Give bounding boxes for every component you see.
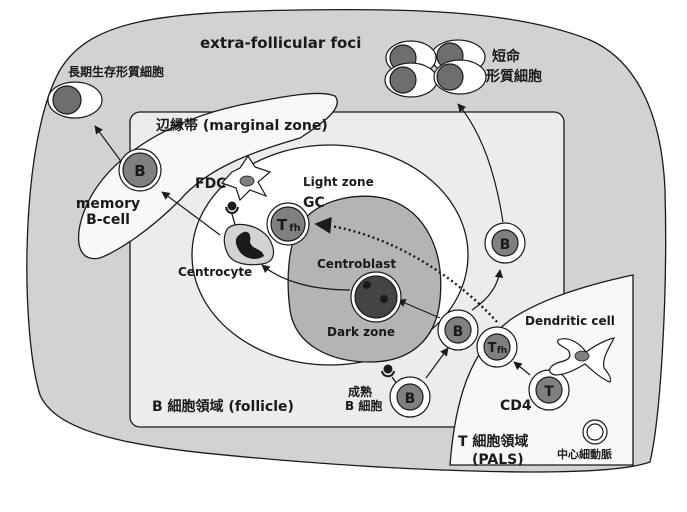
central-arteriole-label: 中心細動脈 — [557, 447, 612, 461]
cd4-label: CD4 — [500, 398, 532, 414]
memory-b-label-1: memory — [76, 196, 140, 212]
centroblast-label: Centroblast — [317, 257, 396, 271]
short-lived-plasma-label-2: 形質細胞 — [486, 68, 542, 85]
svg-text:T: T — [277, 216, 288, 234]
marginal-zone-label: 辺縁帯 (marginal zone) — [156, 117, 328, 134]
dark-zone-label: Dark zone — [327, 325, 395, 339]
tfh-cell-border: T fh — [476, 326, 518, 368]
svg-text:fh: fh — [289, 223, 300, 234]
arrow-t-to-tfh — [513, 361, 531, 376]
centrocyte-label: Centrocyte — [178, 265, 252, 279]
t-zone-label-2: (PALS) — [472, 452, 524, 468]
memory-b-label-2: B-cell — [86, 212, 130, 228]
svg-text:B: B — [500, 237, 511, 253]
svg-text:T: T — [544, 384, 554, 400]
memory-b-cell: B — [118, 148, 162, 192]
light-zone-label: Light zone — [303, 175, 374, 189]
dendritic-cell-label: Dendritic cell — [525, 314, 615, 328]
arrow-mature-to-b — [425, 347, 449, 379]
short-lived-plasma-cells — [384, 39, 487, 98]
arrow-tfh-migration-dotted — [314, 217, 498, 323]
centroblast-cell — [350, 271, 402, 323]
svg-text:B: B — [134, 162, 145, 180]
svg-text:B: B — [453, 324, 464, 340]
short-lived-plasma-label-1: 短命 — [492, 48, 521, 65]
svg-text:T: T — [488, 341, 497, 356]
t-zone-label-1: T 細胞領域 — [458, 433, 528, 450]
svg-text:fh: fh — [497, 346, 507, 356]
centrocyte-cell — [223, 223, 275, 266]
arrow-upperb-to-shortlived — [457, 103, 504, 223]
central-arteriole — [582, 419, 608, 445]
t-cell-zone — [449, 274, 634, 466]
mature-b-label-2: B 細胞 — [345, 398, 382, 413]
marginal-zone — [77, 92, 338, 260]
fdc-cell — [220, 154, 272, 202]
extrafollicular-b-cell: B — [484, 222, 526, 264]
cd4-t-cell: T — [528, 369, 570, 411]
fdc-label: FDC — [195, 176, 226, 192]
activated-b-cell: B — [437, 309, 479, 351]
mature-b-label-1: 成熟 — [348, 384, 372, 399]
arrow-b-to-centroblast — [397, 299, 441, 319]
arrow-b-to-upperb — [471, 269, 504, 311]
arrow-centroblast-to-centrocyte — [261, 264, 351, 291]
arrow-centrocyte-to-memory — [161, 191, 221, 236]
svg-text:B: B — [405, 391, 416, 407]
gc-label: GC — [303, 195, 325, 211]
arrow-memory-to-longlived — [94, 125, 121, 161]
extra-follicular-label: extra-follicular foci — [200, 34, 361, 52]
follicle-label: B 細胞領域 (follicle) — [152, 398, 294, 415]
dendritic-cell — [548, 337, 616, 383]
long-lived-plasma-cell — [47, 81, 103, 119]
long-lived-plasma-label: 長期生存形質細胞 — [68, 64, 164, 79]
tfh-cell-gc: T fh — [266, 202, 310, 246]
mature-b-cell: B — [381, 364, 431, 418]
